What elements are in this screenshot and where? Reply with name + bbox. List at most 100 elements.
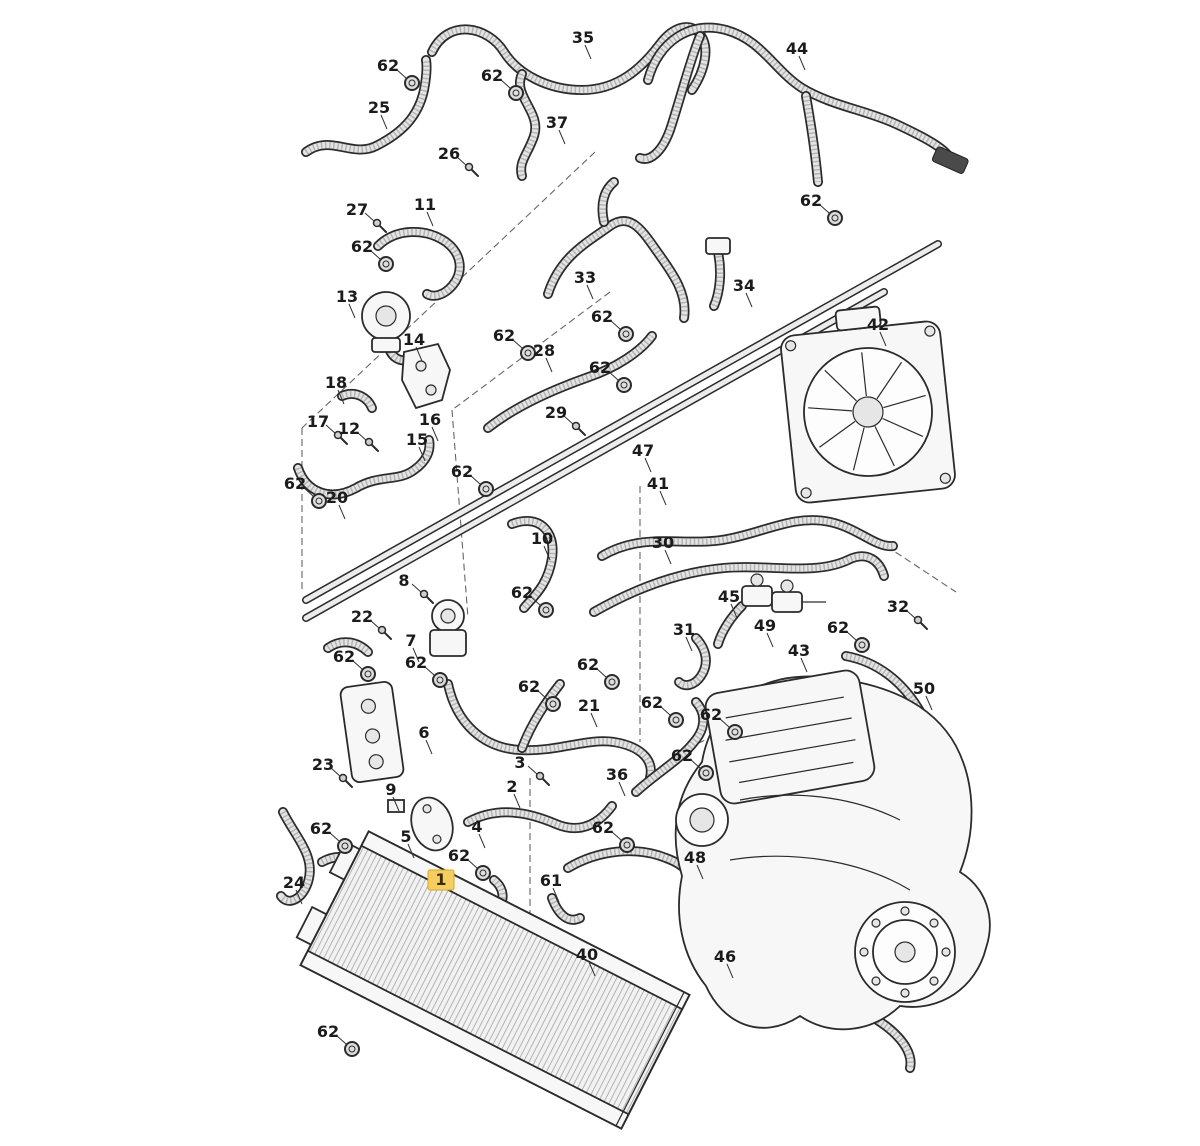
callout-45: 45 (718, 587, 740, 619)
hose-clamp-icon-inner (622, 330, 630, 338)
hose-clamp-icon-inner (831, 214, 839, 222)
callout-number: 33 (574, 268, 596, 287)
callout-number: 21 (578, 696, 600, 715)
hose-25 (301, 55, 432, 157)
hose-clamp-icon (360, 666, 376, 682)
hose-22-fill (324, 638, 372, 656)
hose-clamp-icon-inner (348, 1045, 356, 1053)
callout-number: 11 (414, 195, 436, 214)
callout-17: 17 (307, 412, 348, 445)
pipe-end-fitting-drawing (931, 146, 969, 174)
leader-line (766, 632, 774, 648)
hose-clamp-icon (508, 85, 524, 101)
callout-number: 45 (718, 587, 740, 606)
hose-36-fill (632, 698, 707, 796)
callout-number: 62 (641, 693, 663, 712)
leader-line (395, 68, 407, 79)
leader-line (412, 647, 420, 663)
aux-pump-drawing (361, 291, 411, 353)
callout-number: 37 (546, 113, 568, 132)
bolt-icon-head (333, 430, 343, 440)
callout-62: 62 (800, 191, 843, 226)
hose-clamp-icon (344, 1041, 360, 1057)
hose-clamp-icon (378, 256, 394, 272)
leader-line (426, 211, 434, 227)
leader-line (337, 389, 345, 405)
leader-line (745, 292, 753, 308)
leader-line (595, 667, 607, 678)
leader-line (325, 424, 337, 435)
callout-number: 13 (336, 287, 358, 306)
callout-number: 27 (346, 200, 368, 219)
hose-layer (276, 22, 955, 1073)
leader-line (302, 486, 314, 497)
hose-clamp-icon (619, 837, 635, 853)
hose-clamp-icon-inner (524, 349, 532, 357)
hose-11-braid (375, 228, 463, 299)
hose-20-braid (294, 439, 433, 498)
callout-number: 62 (511, 583, 533, 602)
callout-number: 4 (471, 817, 482, 836)
callout-50: 50 (913, 679, 935, 711)
bolt-icon-head (571, 421, 581, 431)
callout-62: 62 (493, 326, 536, 361)
callout-number: 62 (333, 647, 355, 666)
callout-number: 25 (368, 98, 390, 117)
hose-25-fill (302, 56, 430, 156)
callout-62: 62 (641, 693, 684, 728)
leader-line (351, 659, 363, 670)
callout-number: 62 (827, 618, 849, 637)
hose-clamp-icon (604, 674, 620, 690)
hose-44-branch-braid (638, 34, 704, 163)
callout-number: 61 (540, 871, 562, 890)
callout-62: 62 (592, 818, 635, 853)
hose-clamp-icon (311, 493, 327, 509)
callout-number: 62 (671, 746, 693, 765)
callout-22: 22 (351, 607, 392, 640)
callout-62: 62 (700, 705, 743, 740)
leader-line (469, 474, 481, 485)
callout-62: 62 (671, 746, 714, 781)
leader-line (295, 889, 303, 905)
callout-62: 62 (577, 655, 620, 690)
hose-clamp-icon-inner (731, 728, 739, 736)
callout-number: 62 (284, 474, 306, 493)
callout-number: 7 (405, 631, 416, 650)
leader-line (558, 129, 566, 145)
callout-10: 10 (531, 529, 553, 561)
callout-33: 33 (574, 268, 596, 300)
components-layer (295, 146, 991, 1130)
hose-clamp-icon (432, 672, 448, 688)
callout-23: 23 (312, 755, 353, 788)
leader-line (431, 426, 439, 442)
callout-number: 62 (310, 819, 332, 838)
thermostat-housing-drawing (429, 599, 467, 657)
callout-62: 62 (448, 846, 491, 881)
callout-28: 28 (533, 341, 555, 373)
callout-number: 5 (400, 827, 411, 846)
callout-35: 35 (572, 28, 594, 60)
hose-clamp-icon-inner (549, 700, 557, 708)
flange-plate-drawing (410, 796, 454, 852)
valve-manifold-drawing (741, 573, 826, 613)
leader-line (726, 963, 734, 979)
leader-line (659, 490, 667, 506)
hose-clamp-icon-inner (702, 769, 710, 777)
leader-line (588, 961, 596, 977)
callout-number: 48 (684, 848, 706, 867)
callout-number: 62 (592, 818, 614, 837)
callout-number: 26 (438, 144, 460, 163)
leader-line (466, 858, 478, 869)
leader-line (879, 331, 887, 347)
hose-clamp-icon-inner (408, 79, 416, 87)
hose-clamp-icon (618, 326, 634, 342)
callout-number: 62 (377, 56, 399, 75)
callout-number: 62 (448, 846, 470, 865)
callout-number: 32 (887, 597, 909, 616)
callout-number: 62 (317, 1022, 339, 1041)
leader-line (456, 156, 468, 167)
callout-48: 48 (684, 848, 706, 880)
callout-62: 62 (589, 358, 632, 393)
leader-line (800, 657, 808, 673)
